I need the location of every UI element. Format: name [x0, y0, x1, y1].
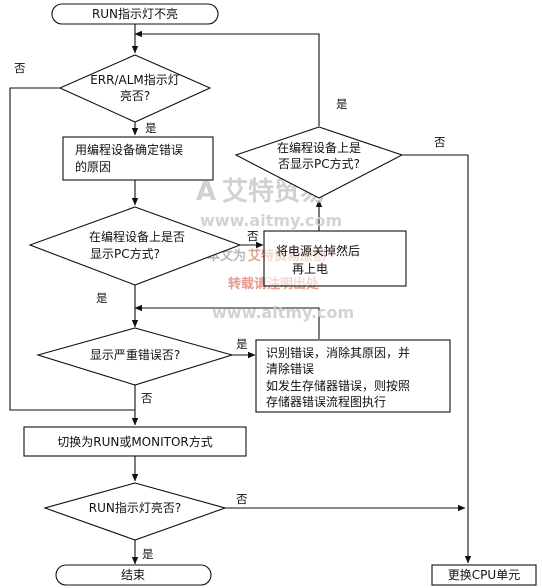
identify-error-line4: 存储器错误流程图执行 [266, 394, 386, 409]
q-pc-mode-1-line1: 在编程设备上是否 [89, 229, 185, 244]
node-q-err-alm: ERR/ALM指示灯 亮否? [58, 54, 212, 123]
edge-pc2-yes-loop [134, 30, 320, 126]
confirm-error-line2: 的原因 [75, 159, 111, 174]
label-pc1-yes: 是 [96, 291, 108, 305]
label-pc1-no: 否 [247, 229, 259, 243]
node-switch-mode: 切换为RUN或MONITOR方式 [23, 426, 247, 457]
node-power-cycle: 将电源关掉然后 再上电 [263, 230, 407, 287]
edge-pc2-no [402, 154, 472, 564]
watermark-url-1: www.aitmy.com [200, 211, 342, 230]
label-serious-no: 否 [141, 391, 153, 405]
q-err-alm-line2: 亮否? [120, 88, 150, 103]
identify-error-line1: 识别错误，消除其原因，并 [266, 345, 410, 360]
node-q-pc-mode-2: 在编程设备上是 否显示PC方式? [234, 126, 404, 199]
label-pc2-no: 否 [434, 135, 446, 149]
watermark-brand-logo: A [196, 177, 216, 207]
node-q-serious: 显示严重错误否? [36, 327, 234, 386]
q-pc-mode-1-line2: 显示PC方式? [90, 246, 160, 261]
power-cycle-line1: 将电源关掉然后 [276, 243, 360, 258]
q-run-on-label: RUN指示灯亮否? [89, 500, 181, 515]
label-run-no: 否 [236, 492, 248, 506]
q-pc-mode-2-line2: 否显示PC方式? [278, 156, 360, 171]
q-pc-mode-2-line1: 在编程设备上是 [277, 140, 361, 155]
confirm-error-line1: 用编程设备确定错误 [75, 142, 183, 157]
label-pc2-yes: 是 [336, 97, 348, 111]
start-label: RUN指示灯不亮 [92, 6, 178, 21]
identify-error-line2: 清除错误 [266, 361, 314, 376]
node-q-run-on: RUN指示灯亮否? [43, 482, 227, 541]
node-identify-error: 识别错误，消除其原因，并 清除错误 如发生存储器错误，则按照 存储器错误流程图执… [255, 339, 451, 413]
label-err-yes: 是 [145, 121, 157, 135]
replace-cpu-label: 更换CPU单元 [448, 568, 520, 582]
node-start: RUN指示灯不亮 [51, 3, 219, 25]
node-end: 结束 [55, 564, 212, 586]
node-confirm-error: 用编程设备确定错误 的原因 [62, 136, 214, 181]
q-serious-label: 显示严重错误否? [90, 348, 180, 362]
edge-err-no [9, 87, 135, 411]
watermark-url-2: www.aitmy.com [212, 303, 354, 322]
switch-mode-label: 切换为RUN或MONITOR方式 [57, 434, 213, 449]
node-replace-cpu: 更换CPU单元 [431, 564, 537, 586]
label-err-no: 否 [14, 61, 26, 75]
label-serious-yes: 是 [236, 337, 248, 351]
end-label: 结束 [121, 568, 145, 582]
edge-identify-loop [134, 304, 320, 339]
connectors [9, 24, 472, 565]
q-err-alm-line1: ERR/ALM指示灯 [90, 72, 180, 87]
label-run-yes: 是 [142, 547, 154, 561]
power-cycle-line2: 再上电 [292, 262, 328, 276]
identify-error-line3: 如发生存储器错误，则按照 [266, 378, 410, 393]
node-q-pc-mode-1: 在编程设备上是否 显示PC方式? [28, 206, 242, 286]
edge-labels: 否 是 否 是 是 否 否 是 是 否 [14, 61, 446, 561]
